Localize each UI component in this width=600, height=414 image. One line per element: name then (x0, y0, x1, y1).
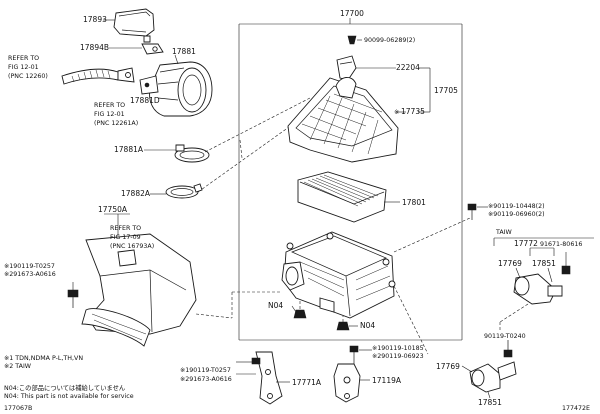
refer-3-line2: FIG 17-09 (110, 234, 141, 241)
label-17750a: 17750A (98, 205, 128, 214)
label-17769-a: 17769 (498, 259, 522, 268)
label-17894b: 17894B (80, 43, 109, 52)
inlet-hose-part (61, 67, 135, 85)
footer-left-code: 177067B (4, 405, 32, 412)
note-3: N04:この部品については補給していません (4, 383, 125, 392)
bolt-t0240-part (503, 340, 513, 358)
detail-frame (493, 237, 594, 256)
air-intake-connector-part (139, 54, 213, 117)
air-flow-sensor-part (336, 55, 396, 81)
bolt-left-part (67, 282, 79, 308)
clip-part (347, 35, 362, 45)
note-2: ※2 TAIW (4, 363, 32, 370)
label-17881a: 17881A (114, 145, 144, 154)
grommet-left-part (291, 305, 307, 319)
label-17700: 17700 (340, 9, 364, 18)
label-17119a: 17119A (372, 376, 402, 385)
bolt-lower-left-part (236, 357, 261, 365)
label-17881: 17881 (172, 47, 196, 56)
refer-1-line1: REFER TO (8, 55, 39, 62)
label-17801: 17801 (402, 198, 426, 207)
label-90119-t0240: 90119-T0240 (484, 333, 526, 340)
label-90119-70257-bottom: ※190119-T0257 (180, 367, 231, 374)
intake-duct-part (81, 213, 197, 347)
label-17771a: 17771A (292, 378, 322, 387)
hose-clamp-upper-part (144, 144, 210, 163)
labels: 17893 17894B 17881 17881D 17881A 17882A … (4, 9, 590, 412)
label-90119-10185: ※190119-10185 (372, 345, 424, 352)
label-17735: 17735 (401, 107, 425, 116)
label-n04-a: N04 (268, 301, 283, 310)
bolt-upper-right-part (467, 203, 488, 220)
label-17769-b: 17769 (436, 362, 460, 371)
label-n04-b: N04 (360, 321, 375, 330)
grommet-right-part (336, 321, 358, 331)
inlet-pipe-lower-part (461, 361, 517, 399)
clip-91671-part (561, 252, 571, 275)
label-91671: 91671-80616 (540, 241, 582, 248)
refer-3-line3: (PNC 16793A) (110, 243, 154, 250)
label-17705: 17705 (434, 86, 458, 95)
refer-2-line3: (PNC 12261A) (94, 120, 138, 127)
label-17893: 17893 (83, 15, 107, 24)
note-4: N04: This part is not available for serv… (4, 393, 134, 400)
label-17881d: 17881D (130, 96, 160, 105)
label-90119-06923: ※290119-06923 (372, 353, 424, 360)
footer-right-code: 177472E (562, 405, 590, 412)
label-17882a: 17882A (121, 189, 151, 198)
bracket-part (109, 43, 164, 55)
label-90119-06960: ※90119-06960(2) (488, 211, 545, 218)
label-17772: 17772 (514, 239, 538, 248)
bracket-17771a-part (236, 351, 290, 405)
label-taiw: TAIW (495, 229, 513, 236)
label-90119-10448: ※90119-10448(2) (488, 203, 545, 210)
label-17851-a: 17851 (532, 259, 556, 268)
assembly-frame (238, 18, 463, 341)
label-17851-b: 17851 (478, 398, 502, 407)
label-91673-bottom: ※291673-A0616 (180, 376, 232, 383)
note-1: ※1 TDN,NDMA P-L,TH,VN (4, 355, 83, 362)
air-cleaner-cap-part (287, 77, 406, 163)
label-91673-left: ※291673-A0616 (4, 271, 56, 278)
air-cleaner-case-part (281, 231, 396, 319)
label-90119-70257-left: ※190119-T0257 (4, 263, 55, 270)
refer-1-line3: (PNC 12260) (8, 73, 48, 80)
refer-2-line1: REFER TO (94, 102, 125, 109)
resonator-hose-part (103, 8, 155, 43)
refer-1-line2: FIG 12-01 (8, 64, 39, 71)
refer-3-line1: REFER TO (110, 225, 141, 232)
air-filter-element-part (297, 171, 400, 223)
hose-clamp-lower-part (150, 183, 203, 199)
label-22204: 22204 (396, 63, 420, 72)
label-90099: 90099-06289(2) (364, 37, 415, 44)
bracket-17119a-part (333, 345, 372, 403)
label-17735-mark: ※ (394, 109, 399, 116)
refer-2-line2: FIG 12-01 (94, 111, 125, 118)
inlet-pipe-part (513, 267, 563, 305)
